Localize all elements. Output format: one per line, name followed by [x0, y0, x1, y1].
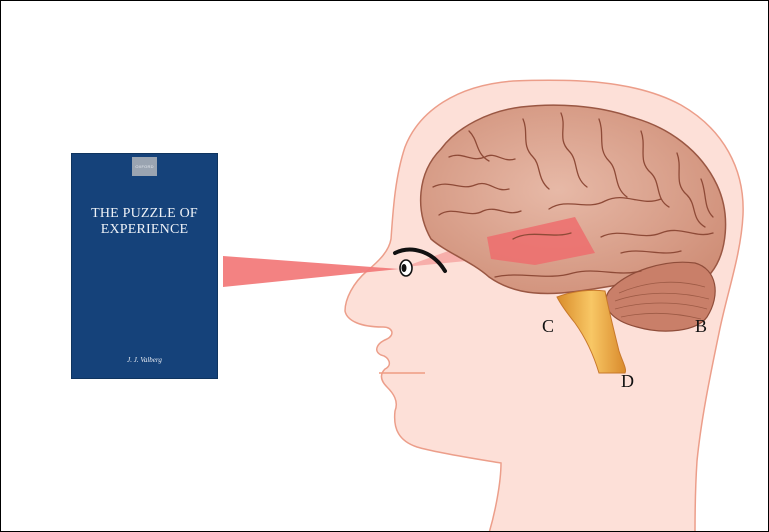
publisher-badge: OXFORD	[132, 157, 157, 176]
book-title-line-2: EXPERIENCE	[71, 222, 218, 238]
book-author: J. J. Valberg	[71, 356, 218, 364]
label-b: B	[695, 317, 707, 335]
book-title-line-1: THE PUZZLE OF	[71, 206, 218, 222]
label-d: D	[621, 372, 634, 390]
pupil	[402, 264, 407, 272]
book-title: THE PUZZLE OF EXPERIENCE	[71, 206, 218, 238]
book-cover: OXFORD THE PUZZLE OF EXPERIENCE J. J. Va…	[71, 153, 218, 379]
label-c: C	[542, 317, 554, 335]
